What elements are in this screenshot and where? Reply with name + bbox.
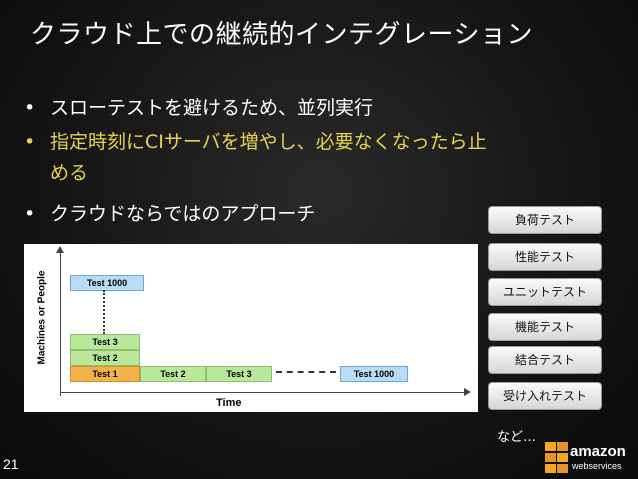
aws-logo-sub: webservices [572, 461, 622, 471]
aws-cubes-icon [545, 442, 568, 473]
bullet-text: スローテストを避けるため、並列実行 [50, 97, 374, 119]
y-axis-arrow [56, 246, 64, 253]
test-type-integration: 結合テスト [488, 346, 602, 374]
block-test-2-stacked: Test 2 [70, 350, 140, 366]
bullet-marker: • [24, 97, 36, 119]
etc-label: など… [497, 430, 537, 445]
y-axis-label: Machines or People [36, 270, 48, 365]
dotted-connector [103, 290, 105, 334]
test-type-performance: 性能テスト [488, 243, 602, 271]
x-axis-arrow [464, 388, 471, 396]
bullet-text-continuation: める [50, 162, 89, 184]
test-type-functional: 機能テスト [488, 313, 602, 341]
aws-logo-word: amazon [570, 443, 626, 460]
page-number: 21 [3, 456, 19, 472]
bullet-text: クラウドならではのアプローチ [50, 203, 316, 225]
bullet-text: 指定時刻にCIサーバを増やし、必要なくなったら止 [50, 131, 487, 153]
x-axis-label: Time [216, 397, 242, 409]
block-test-3-stacked: Test 3 [70, 334, 140, 350]
bullet-marker: • [24, 131, 36, 153]
aws-logo: amazon webservices [544, 436, 638, 479]
block-test-1000: Test 1000 [340, 366, 408, 382]
bullet-marker: • [24, 203, 36, 225]
x-axis [60, 392, 468, 393]
test-type-unit: ユニットテスト [488, 278, 602, 306]
block-test-3: Test 3 [206, 366, 272, 382]
parallel-test-diagram: Machines or People Time Test 1000 Test 3… [24, 244, 478, 412]
block-test-1: Test 1 [70, 366, 140, 382]
block-test-1000-top: Test 1000 [70, 275, 144, 291]
test-type-load: 負荷テスト [488, 206, 602, 234]
dashed-connector [276, 371, 336, 373]
y-axis [60, 250, 61, 396]
test-type-acceptance: 受け入れテスト [488, 382, 602, 410]
slide-title: クラウド上での継続的インテグレーション [30, 20, 533, 50]
block-test-2: Test 2 [140, 366, 206, 382]
